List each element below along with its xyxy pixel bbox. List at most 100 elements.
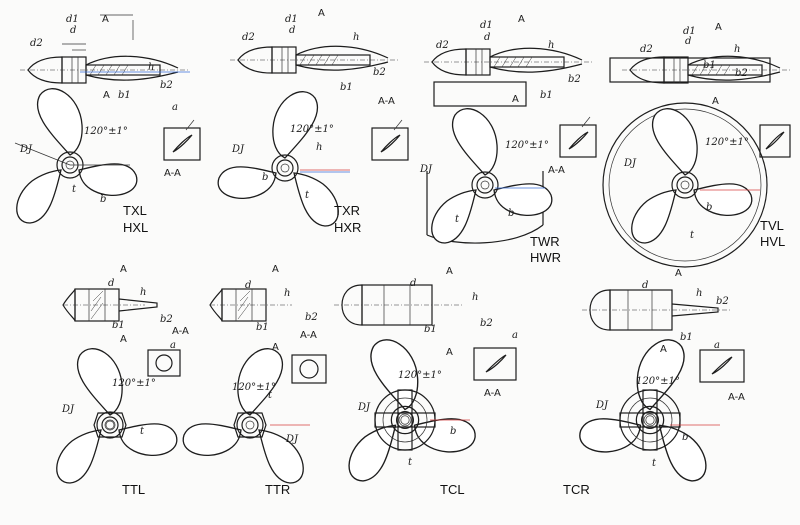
label-h: h xyxy=(548,40,554,51)
label-aa: A-A xyxy=(172,326,189,337)
label-t: t xyxy=(690,230,695,241)
ttr-side-view xyxy=(209,288,293,322)
label-section-A: A xyxy=(518,14,525,25)
label-aa: A-A xyxy=(484,388,501,399)
label-b2: b2 xyxy=(568,74,581,85)
label-b2: b2 xyxy=(160,314,173,325)
code-txr: TXR xyxy=(334,203,360,218)
label-section-A: A xyxy=(272,264,279,275)
label-h: h xyxy=(148,62,154,73)
label-a: a xyxy=(512,330,518,341)
label-b2: b2 xyxy=(480,318,493,329)
label-d: d xyxy=(685,36,691,47)
code-tcl: TCL xyxy=(440,482,465,497)
twr-side-view xyxy=(423,47,595,107)
label-d1: d1 xyxy=(66,14,79,25)
label-d2: d2 xyxy=(242,32,255,43)
label-dj: DJ xyxy=(595,400,609,411)
code-txl: TXL xyxy=(123,203,147,218)
label-b2: b2 xyxy=(305,312,318,323)
label-d1: d1 xyxy=(285,14,298,25)
label-dj: DJ xyxy=(61,404,75,415)
label-h: h xyxy=(140,287,146,298)
label-angle: 120°±1° xyxy=(112,378,156,389)
label-b: b xyxy=(682,432,688,443)
label-aa: A-A xyxy=(548,165,565,176)
label-t: t xyxy=(652,458,657,469)
code-hxr: HXR xyxy=(334,220,361,235)
label-angle: 120°±1° xyxy=(398,370,442,381)
code-ttl: TTL xyxy=(122,482,145,497)
label-b1: b1 xyxy=(112,320,125,331)
code-tcr: TCR xyxy=(563,482,590,497)
label-d: d xyxy=(289,25,295,36)
tcl-side-view xyxy=(334,284,462,326)
label-dj: DJ xyxy=(19,144,33,155)
label-section-A: A xyxy=(446,266,453,277)
label-section-A: A xyxy=(102,14,109,25)
txr-section-aa xyxy=(371,119,409,161)
label-angle: 120°±1° xyxy=(505,140,549,151)
ttl-section-aa xyxy=(147,349,181,377)
label-section-A: A xyxy=(675,268,682,279)
label-aa: A-A xyxy=(300,330,317,341)
tvl-side-view xyxy=(609,55,793,84)
label-section-A: A xyxy=(318,8,325,19)
label-t: t xyxy=(408,457,413,468)
label-b2: b2 xyxy=(373,67,386,78)
label-a: a xyxy=(714,340,720,351)
label-d2: d2 xyxy=(30,38,43,49)
twr-section-aa xyxy=(559,116,597,158)
label-section-A: A xyxy=(512,94,519,105)
label-d: d xyxy=(245,280,251,291)
label-d1: d1 xyxy=(683,26,696,37)
label-b: b xyxy=(262,172,268,183)
label-b1: b1 xyxy=(540,90,553,101)
label-b1: b1 xyxy=(680,332,693,343)
label-dj: DJ xyxy=(357,402,371,413)
label-h: h xyxy=(353,32,359,43)
dimension-labels: d1 d d2 A A h b2 b1 120°±1° DJ b t a A-A… xyxy=(19,8,785,497)
label-b: b xyxy=(450,426,456,437)
ttr-section-aa xyxy=(291,354,327,384)
label-d2: d2 xyxy=(436,40,449,51)
label-b1: b1 xyxy=(424,324,437,335)
txl-side-view xyxy=(19,14,191,84)
colored-centerlines xyxy=(80,71,760,426)
label-b2: b2 xyxy=(716,296,729,307)
label-b2: b2 xyxy=(160,80,173,91)
label-b: b xyxy=(508,208,514,219)
label-d1: d1 xyxy=(480,20,493,31)
label-angle: 120°±1° xyxy=(705,137,749,148)
label-b2: b2 xyxy=(735,68,748,79)
label-section-A: A xyxy=(120,334,127,345)
code-ttr: TTR xyxy=(265,482,290,497)
label-d2: d2 xyxy=(640,44,653,55)
label-d: d xyxy=(484,32,490,43)
label-section-A: A xyxy=(446,347,453,358)
label-b1: b1 xyxy=(118,90,131,101)
label-angle: 120°±1° xyxy=(232,382,276,393)
label-angle: 120°±1° xyxy=(84,126,128,137)
label-angle: 120°±1° xyxy=(636,376,680,387)
label-section-A: A xyxy=(712,96,719,107)
tcr-side-view xyxy=(582,289,730,331)
tvl-section-aa xyxy=(759,124,791,158)
ttr-front-view xyxy=(182,348,304,484)
label-h: h xyxy=(316,142,322,153)
code-hwr: HWR xyxy=(530,250,561,265)
twr-front-view xyxy=(426,108,553,244)
txl-front-view xyxy=(14,88,138,224)
label-h: h xyxy=(284,288,290,299)
tcl-section-aa xyxy=(473,347,517,381)
txr-front-view xyxy=(217,91,339,227)
label-aa: A-A xyxy=(164,168,181,179)
code-hxl: HXL xyxy=(123,220,148,235)
label-section-A: A xyxy=(120,264,127,275)
txl-section-aa xyxy=(163,119,201,161)
label-a: a xyxy=(172,102,178,113)
tvl-front-view xyxy=(602,102,768,268)
label-b1: b1 xyxy=(340,82,353,93)
